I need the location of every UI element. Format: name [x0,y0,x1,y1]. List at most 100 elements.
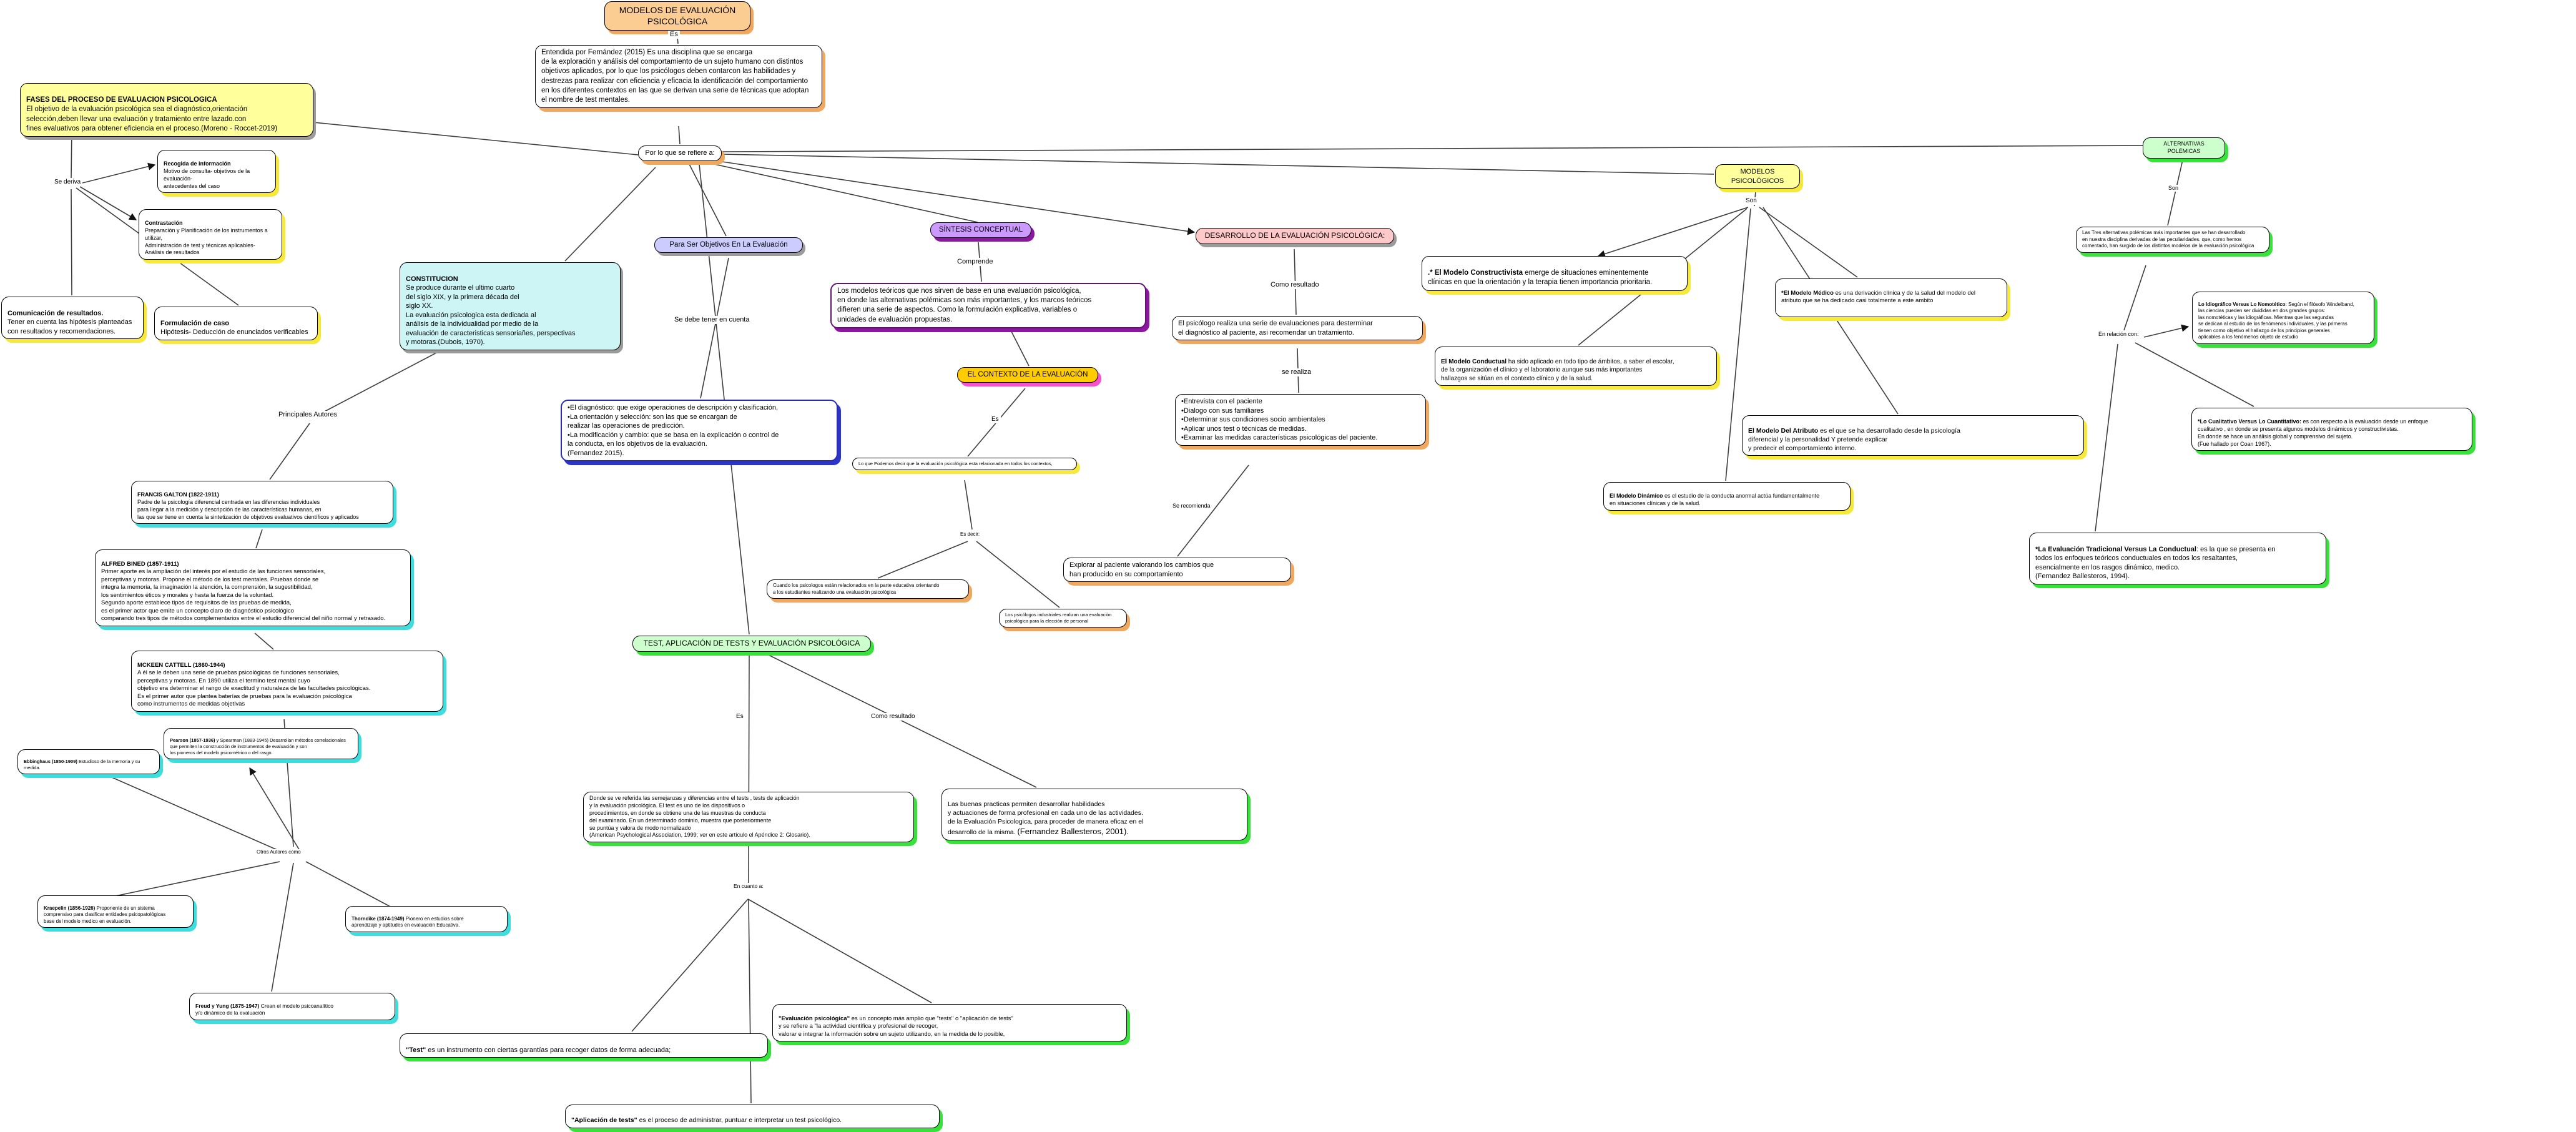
buenas-body: Las buenas practicas permiten desarrolla… [948,800,1144,837]
bined-body: Primer aporte es la ampliación del inter… [101,568,386,623]
link-label-en-relacion: En relación con: [2097,331,2141,338]
link-label-como-resultado-2: Como resultado [869,713,917,721]
constructivista-body: emerge de situaciones eminentemente clín… [1428,269,1653,287]
psicologos-industriales-node[interactable]: Los psicólogos industriales realizan una… [999,609,1127,628]
tres-alternativas-node[interactable]: Las Tres alternativas polémicas más impo… [2076,227,2269,253]
test-aplicacion-evaluacion-node[interactable]: TEST, APLICACIÓN DE TESTS Y EVALUACIÓN P… [632,636,871,652]
freud-yung-node[interactable]: Freud y Yung (1875-1947) Crean el modelo… [189,993,395,1020]
definition-node[interactable]: Entendida por Fernández (2015) Es una di… [535,45,822,109]
galton-title: FRANCIS GALTON (1822-1911) [137,491,219,498]
comunicacion-title: Comunicación de resultados. [7,309,104,317]
pearson-spearman-node[interactable]: Pearson (1857-1936) y Spearman (1883-194… [164,728,358,759]
dinamico-body: es el estudio de la conducta anormal act… [1610,492,1820,506]
tradicional-conductual-node[interactable]: *La Evaluación Tradicional Versus La Con… [2029,533,2326,584]
link-label-otros-autores: Otros Autores como [255,849,303,855]
contrastacion-title: Contrastación [145,219,183,226]
acciones-evaluacion-node[interactable]: •Entrevista con el paciente •Dialogo con… [1175,394,1426,446]
link-label-se-recomienda: Se recomienda [1171,503,1212,509]
eval-def-lead: "Evaluación psicológica" [779,1015,850,1022]
fases-body: El objetivo de la evaluación psicológica… [26,106,278,132]
test-def-body: es un instrumento con ciertas garantías … [426,1046,671,1054]
modelo-atributo-node[interactable]: El Modelo Del Atributo es el que se ha d… [1742,415,2084,456]
cualitativo-body: es con respecto a la evaluación desde un… [2198,418,2429,447]
modelo-dinamico-node[interactable]: El Modelo Dinámico es el estudio de la c… [1603,482,1851,511]
refiere-node[interactable]: Por lo que se refiere a: [638,145,722,161]
pearson-body: y Spearman (1883-1945) Desarrollan métod… [170,737,346,755]
desarrollo-evaluacion-node[interactable]: DESARROLLO DE LA EVALUACIÓN PSICOLÓGICA: [1196,228,1394,244]
map-title-node[interactable]: MODELOS DE EVALUACIÓN PSICOLÓGICA [604,1,750,31]
medico-body: es una derivación clínica y de la salud … [1781,289,1976,305]
pearson-lead: Pearson (1857-1936) [170,737,215,743]
formulacion-title: Formulación de caso [160,319,230,327]
thorndike-node[interactable]: Thorndike (1874-1949) Pionero en estudio… [345,906,508,932]
modelos-psicologicos-node[interactable]: MODELOS PSICOLÓGICOS [1715,164,1800,189]
para-ser-objetivos-node[interactable]: Para Ser Objetivos En La Evaluación [654,237,803,253]
constructivista-lead: .* El Modelo Constructivista [1428,269,1523,277]
link-label-en-cuanto: En cuanto a: [732,883,765,890]
idiografico-body: : Según el filósofo Windelband, las cien… [2198,301,2354,340]
link-label-se-debe: Se debe tener en cuenta [672,316,752,325]
dinamico-lead: El Modelo Dinámico [1610,492,1663,499]
modelo-medico-node[interactable]: *El Modelo Médico es una derivación clín… [1775,278,2007,317]
contexto-evaluacion-node[interactable]: EL CONTEXTO DE LA EVALUACIÓN [957,367,1098,383]
fases-node[interactable]: FASES DEL PROCESO DE EVALUACION PSICOLOG… [20,83,313,137]
modelo-constructivista-node[interactable]: .* El Modelo Constructivista emerge de s… [1422,256,1688,291]
link-label-como-resultado-1: Como resultado [1269,281,1321,290]
test-definicion-node[interactable]: "Test" es un instrumento con ciertas gar… [400,1033,768,1058]
constitucion-title: CONSTITUCION [406,275,458,283]
ebbinghaus-node[interactable]: Ebbinghaus (1850-1909) Estudioso de la m… [17,749,160,774]
link-label-son-1: Son [1744,197,1759,205]
modelos-teoricos-node[interactable]: Los modelos teóricos que nos sirven de b… [830,283,1146,328]
thorndike-body: Pionero en estudios sobre aprendizaje y … [351,915,464,928]
cattell-title: MCKEEN CATTELL (1860-1944) [137,661,225,669]
ebbinghaus-lead: Ebbinghaus (1850-1909) [24,758,77,764]
cualitativo-lead: *Lo Cualitativo Versus Lo Cuantitativo: [2198,418,2302,425]
evaluacion-definicion-node[interactable]: "Evaluación psicológica" es un concepto … [772,1004,1127,1042]
atributo-lead: El Modelo Del Atributo [1748,426,1819,435]
aplicacion-definicion-node[interactable]: "Aplicación de tests" es el proceso de a… [565,1105,940,1128]
psicologos-educativa-node[interactable]: Cuando los psicologos están relacionados… [767,579,969,599]
freud-body: Crean el modelo psicoanalítico y/o dinám… [195,1003,333,1016]
freud-lead: Freud y Yung (1875-1947) [195,1003,260,1010]
aplicacion-def-body: es el proceso de administrar, puntuar e … [637,1116,842,1124]
ebbinghaus-body: Estudioso de la memoria y su medida. [24,758,140,770]
galton-node[interactable]: FRANCIS GALTON (1822-1911)Padre de la ps… [131,481,393,524]
tradicional-lead: *La Evaluación Tradicional Versus La Con… [2035,545,2196,553]
comunicacion-node[interactable]: Comunicación de resultados.Tener en cuen… [1,297,144,340]
conductual-lead: El Modelo Conductual [1441,358,1507,366]
formulacion-body: Hipótesis- Deducción de enunciados verif… [160,328,308,337]
galton-body: Padre de la psicología diferencial centr… [137,498,359,520]
explorar-paciente-node[interactable]: Explorar al paciente valorando los cambi… [1063,558,1291,583]
alternativas-polemicas-node[interactable]: ALTERNATIVAS POLÉMICAS [2143,137,2225,159]
thorndike-lead: Thorndike (1874-1949) [351,915,405,922]
psicologo-realiza-node[interactable]: El psicólogo realiza una serie de evalua… [1172,316,1423,341]
buenas-practicas-node[interactable]: Las buenas practicas permiten desarrolla… [941,789,1247,841]
link-label-es-decir: Es decir: [958,531,982,538]
constitucion-body: Se produce durante el ultimo cuarto del … [406,284,576,347]
idiografico-lead: Lo Idiográfico Versus Lo Nomotético [2198,301,2286,307]
donde-se-ve-referida-node[interactable]: Donde se ve referida las semejanzas y di… [583,792,914,843]
kraepelin-node[interactable]: Kraepelin (1856-1926) Proponente de un s… [37,895,194,928]
link-label-se-deriva: Se deriva [52,179,83,186]
test-def-lead: "Test" [406,1046,426,1054]
modelo-conductual-node[interactable]: El Modelo Conductual ha sido aplicado en… [1435,347,1717,386]
diagnostico-node[interactable]: •El diagnóstico: que exige operaciones d… [561,400,838,462]
link-label-es-3: Es [734,713,745,721]
kraepelin-lead: Kraepelin (1856-1926) [44,905,96,911]
bined-node[interactable]: ALFRED BINED (1857-1911)Primer aporte es… [95,549,411,626]
lo-que-podemos-node[interactable]: Lo que Podemos decir que la evaluación p… [852,458,1077,470]
conductual-body: ha sido aplicado en todo tipo de ámbitos… [1441,358,1674,382]
link-label-es-1: Es [668,31,680,39]
link-label-se-realiza: se realiza [1280,368,1314,377]
cattell-node[interactable]: MCKEEN CATTELL (1860-1944)A él se le deb… [131,651,443,712]
cualitativo-cuantitativo-node[interactable]: *Lo Cualitativo Versus Lo Cuantitativo: … [2191,408,2472,451]
recogida-body: Motivo de consulta- objetivos de la eval… [164,167,250,189]
bined-title: ALFRED BINED (1857-1911) [101,560,179,568]
idiografico-nomotetico-node[interactable]: Lo Idiográfico Versus Lo Nomotético: Seg… [2192,292,2374,344]
sintesis-conceptual-node[interactable]: SÍNTESIS CONCEPTUAL [930,222,1031,239]
